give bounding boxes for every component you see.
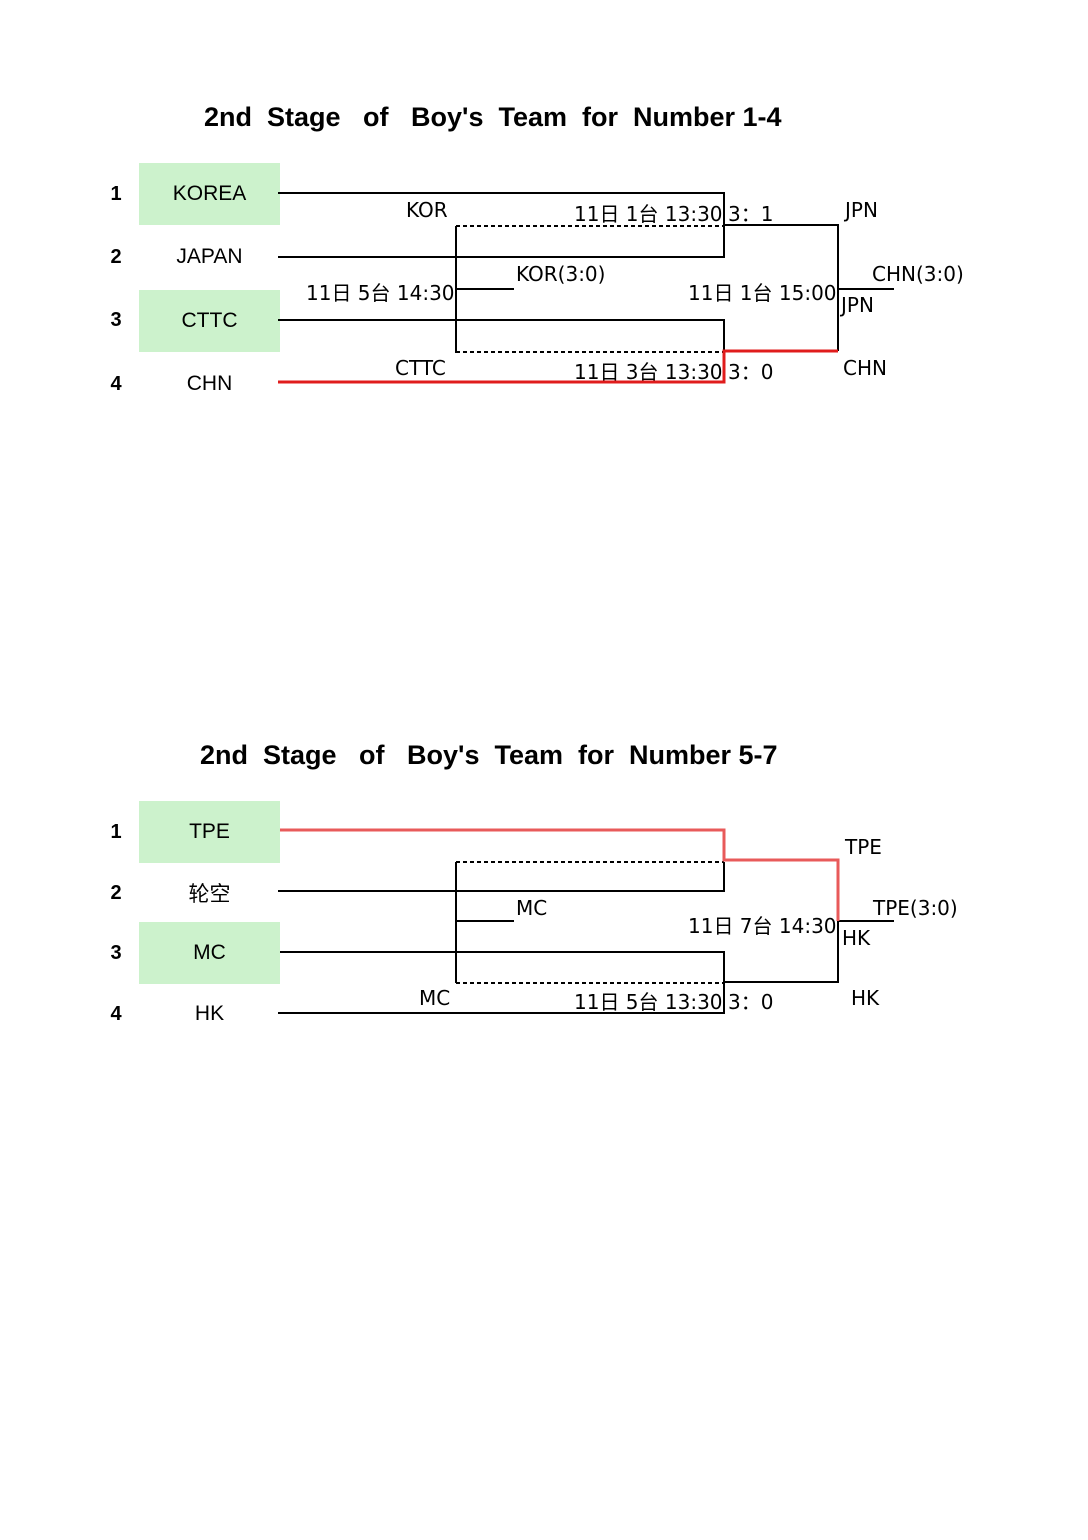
bracket1-label-jpn-top: JPN [845,198,878,222]
bracket1-line-cttc [278,319,725,352]
bracket2-line-bye [278,862,725,892]
bracket1-label-kor-result: KOR(3:0) [516,262,606,286]
bracket1-seed-3: 3 [110,309,122,331]
bracket2-seed-4: 4 [110,1003,122,1025]
bracket2-label-tpe-result: TPE(3:0) [873,896,958,920]
bracket2-label-hk-mid: HK [842,926,871,950]
bracket2-team-mc: MC [139,922,280,984]
bracket2-seed-2: 2 [110,882,122,904]
bracket2-label-match5-score: 3：0 [728,990,774,1014]
bracket1-label-kor: KOR [406,198,448,222]
bracket1-label-jpn-bottom: JPN [841,293,874,317]
bracket2-team-tpe: TPE [139,801,280,863]
bracket1-lines [278,192,894,353]
bracket1-label-chn-bottom: CHN [843,356,887,380]
bracket1-team-korea: KOREA [139,163,280,225]
bracket1-label-match3-score: 3：0 [728,360,774,384]
bracket2-line-match5-out [724,921,839,983]
bracket2-seed-1: 1 [110,821,122,843]
bracket2-lines [278,861,894,1014]
bracket1-label-match1-score: 3：1 [728,202,774,226]
bracket2-title: 2nd Stage of Boy's Team for Number 5-7 [200,740,778,770]
bracket1-line-chn-winner [278,349,838,384]
bracket1-label-match5-time: 11日 5台 14:30 [306,281,455,305]
bracket1-label-match3-time: 11日 3台 13:30 [574,360,723,384]
bracket1-label-chn-result: CHN(3:0) [872,262,964,286]
bracket1-line-japan [278,226,725,258]
bracket2-label-match5-time: 11日 5台 13:30 [574,990,723,1014]
bracket1-seed-1: 1 [110,183,122,205]
bracket1-title: 2nd Stage of Boy's Team for Number 1-4 [204,102,782,132]
bracket1-seed-2: 2 [110,246,122,268]
bracket2-label-mc-result: MC [516,896,548,920]
bracket2-label-mc: MC [419,986,451,1010]
bracket1-label-match1-time: 11日 1台 13:30 [574,202,723,226]
bracket2-winner-path [278,828,840,921]
bracket2-team-hk: HK [194,1002,225,1025]
bracket2-label-hk-bottom: HK [851,986,880,1010]
bracket1-label-final-time: 11日 1台 15:00 [688,281,837,305]
bracket1-team-japan: JAPAN [176,245,243,268]
bracket1-label-cttc: CTTC [395,356,446,380]
bracket1-line-korea [278,192,725,226]
bracket2-seed-3: 3 [110,942,122,964]
bracket1-winner-path [278,349,838,384]
bracket2-line-tpe-winner [278,828,840,921]
bracket1-team-chn: CHN [186,372,233,395]
bracket2-line-hk [278,982,725,1014]
bracket2-line-mc [278,951,725,982]
bracket1-line-match1-out [724,224,839,289]
bracket1-seed-4: 4 [110,373,122,395]
bracket1-team-cttc: CTTC [139,290,280,352]
bracket2-label-final-time: 11日 7台 14:30 [688,914,837,938]
bracket2-label-tpe-top: TPE [845,835,882,859]
bracket2-team-bye: 轮空 [188,883,231,906]
